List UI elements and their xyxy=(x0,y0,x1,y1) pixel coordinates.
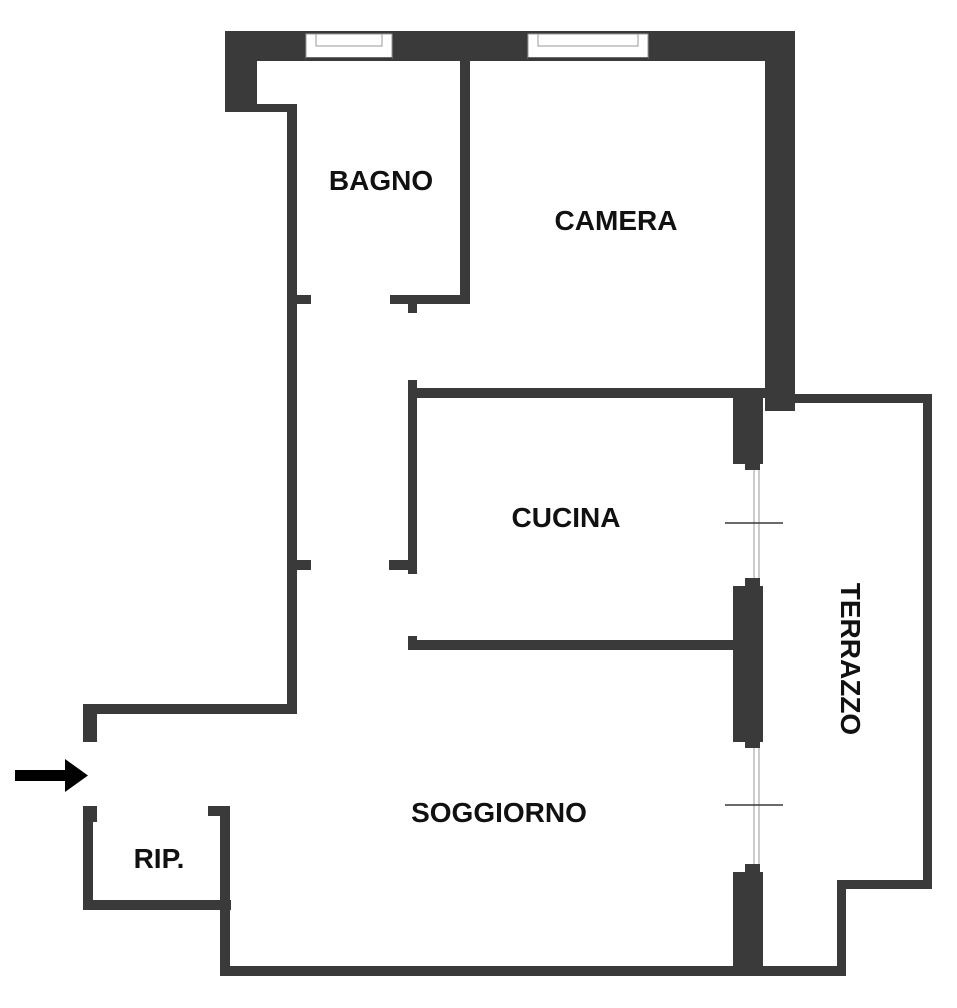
room-label-camera: CAMERA xyxy=(555,205,678,236)
window-bagno xyxy=(305,33,393,59)
cucina-walls xyxy=(297,380,795,650)
window-camera xyxy=(527,33,649,59)
terrace-outline xyxy=(760,394,932,976)
room-label-terrazzo: TERRAZZO xyxy=(835,583,866,735)
room-label-ripostiglio: RIP. xyxy=(134,843,185,874)
entrance-arrow-icon xyxy=(15,759,88,792)
room-label-cucina: CUCINA xyxy=(512,502,621,533)
exterior-walls xyxy=(83,31,795,976)
room-label-soggiorno: SOGGIORNO xyxy=(411,797,587,828)
room-label-bagno: BAGNO xyxy=(329,165,433,196)
bagno-walls xyxy=(297,61,470,313)
terrace-facade xyxy=(725,394,783,976)
